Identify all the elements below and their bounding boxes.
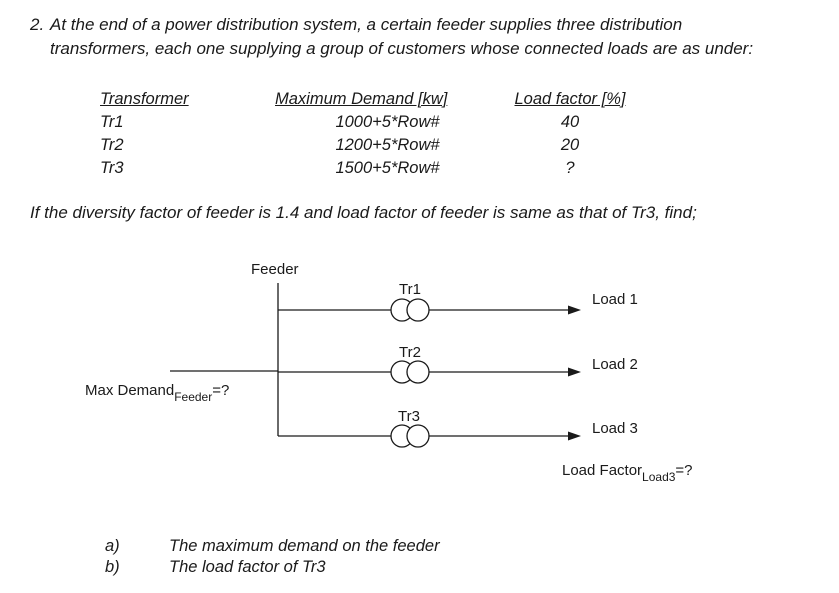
problem-text-line1: At the end of a power distribution syste… [50,15,683,34]
problem-statement: 2. At the end of a power distribution sy… [30,13,820,61]
questions-list: a) The maximum demand on the feeder b) T… [105,536,669,578]
load2-label: Load 2 [592,356,638,373]
load3-label: Load 3 [592,420,638,437]
condition-statement: If the diversity factor of feeder is 1.4… [30,203,697,222]
max-demand-suffix: =? [212,382,230,399]
tr3-label: Tr3 [398,408,420,425]
table-row-tr1-name: Tr1 [100,113,124,131]
table-row-tr2-name: Tr2 [100,136,124,154]
branch-tr3-arrowhead-icon [568,431,581,441]
table-row-tr3-load-factor: ? [565,159,575,177]
table-row-tr3-demand: 1500+5*Row# [335,159,440,177]
table-row-tr2-load-factor: 20 [560,136,580,154]
table-row-tr1-load-factor: 40 [560,113,580,131]
table-row-tr2-demand: 1200+5*Row# [335,136,440,154]
transformer-table: Transformer Maximum Demand [kw] Load fac… [100,88,640,179]
question-a-label: a) [105,537,120,555]
feeder-diagram-drawing [170,283,581,448]
load-factor-suffix: =? [675,462,693,479]
question-a-text: The maximum demand on the feeder [169,537,440,555]
max-demand-feeder-label: Max DemandFeeder=? [85,382,230,403]
feeder-label: Feeder [251,261,299,278]
max-demand-text: Max Demand [85,382,175,399]
column-header-demand: Maximum Demand [kw] [275,90,448,108]
table-row-tr1-demand: 1000+5*Row# [335,113,440,131]
load-factor-text: Load Factor [562,462,643,479]
load-factor-load3-label: Load FactorLoad3=? [562,462,693,483]
column-header-transformer: Transformer [100,90,189,108]
load-factor-subscript: Load3 [642,470,676,484]
question-b-text: The load factor of Tr3 [169,558,326,576]
branch-tr2-arrowhead-icon [568,367,581,377]
tr1-label: Tr1 [399,281,421,298]
load1-label: Load 1 [592,291,638,308]
table-row-tr3-name: Tr3 [100,159,124,177]
branch-tr3 [278,424,581,448]
column-header-load-factor: Load factor [%] [514,90,626,108]
problem-text-line2: transformers, each one supplying a group… [50,39,754,58]
tr2-label: Tr2 [399,344,421,361]
branch-tr1-arrowhead-icon [568,305,581,315]
max-demand-subscript: Feeder [174,390,213,404]
transformer-tr3-symbol-icon [406,424,430,448]
branch-tr2 [278,360,581,384]
transformer-tr2-symbol-icon [406,360,430,384]
branch-tr1 [278,298,581,322]
transformer-tr1-symbol-icon [406,298,430,322]
problem-text: At the end of a power distribution syste… [50,13,753,61]
question-b-label: b) [105,558,120,576]
feeder-diagram: Feeder Tr1 Tr2 Tr3 Load 1 Load 2 Load 3 … [0,255,839,510]
problem-number: 2. [30,15,45,34]
